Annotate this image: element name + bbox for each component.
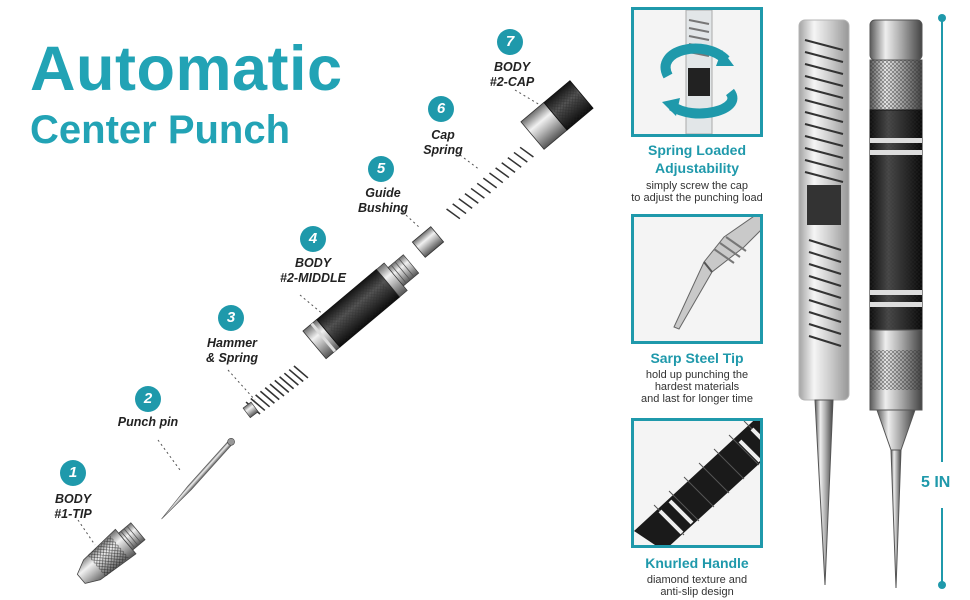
knurled-handle-icon xyxy=(634,421,760,545)
part-6-label: Cap Spring xyxy=(423,128,463,157)
feature-3-title: Knurled Handle xyxy=(645,555,749,571)
exploded-punch-diagram xyxy=(76,80,594,584)
assembled-punches xyxy=(798,19,923,589)
dimension-line xyxy=(934,14,950,589)
feature-image-handle xyxy=(631,418,763,548)
part-1-label: BODY #1-TIP xyxy=(54,492,92,521)
punch-pin-part xyxy=(161,437,235,520)
part-2-label: Punch pin xyxy=(117,415,179,429)
guide-bushing-part xyxy=(411,226,445,258)
part-5-badge: 5 xyxy=(368,156,394,182)
solid-punch xyxy=(869,19,923,589)
cutaway-punch xyxy=(798,19,850,586)
body-tip-part xyxy=(76,522,146,584)
rotate-arrow-icon xyxy=(660,10,738,134)
hammer-spring-part xyxy=(242,365,309,419)
feature-1-title: Spring Loaded Adjustability xyxy=(648,142,746,176)
feature-1-desc: simply screw the cap to adjust the punch… xyxy=(631,180,763,204)
body-cap-part xyxy=(520,80,594,150)
page-title: Automatic xyxy=(30,34,343,104)
feature-2-desc: hold up punching the hardest materials a… xyxy=(641,369,753,405)
feature-image-tip xyxy=(631,214,763,344)
part-7-badge: 7 xyxy=(497,29,523,55)
steel-tip-icon xyxy=(673,217,760,330)
part-2-badge: 2 xyxy=(135,386,161,412)
part-1-badge: 1 xyxy=(60,460,86,486)
part-4-badge: 4 xyxy=(300,226,326,252)
dimension-label: 5 IN xyxy=(921,474,951,491)
feature-3-desc: diamond texture and anti-slip design xyxy=(646,574,748,598)
feature-2-title: Sarp Steel Tip xyxy=(650,350,744,366)
cap-spring-part xyxy=(446,146,534,220)
body-middle-part xyxy=(302,254,420,360)
part-3-label: Hammer & Spring xyxy=(205,336,259,365)
page-subtitle: Center Punch xyxy=(30,108,291,152)
part-7-label: BODY #2-CAP xyxy=(489,60,535,89)
part-4-label: BODY #2-MIDDLE xyxy=(280,256,346,285)
feature-image-spring xyxy=(631,7,763,137)
part-6-badge: 6 xyxy=(428,96,454,122)
part-3-badge: 3 xyxy=(218,305,244,331)
part-5-label: Guide Bushing xyxy=(358,186,408,215)
